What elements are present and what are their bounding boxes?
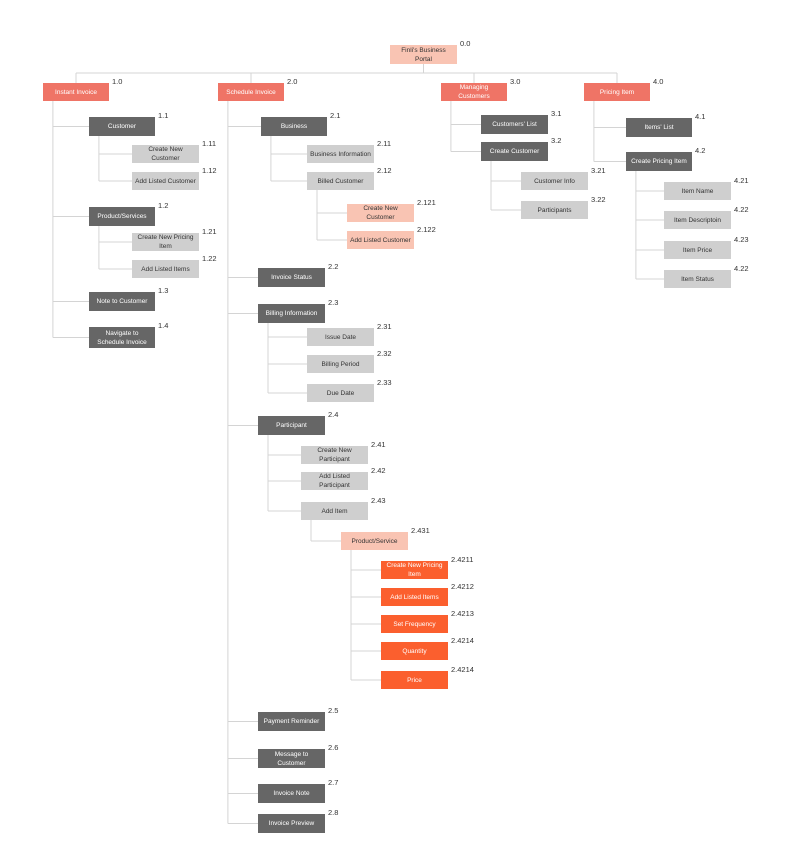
node-product-service[interactable]: Product/Service xyxy=(341,532,408,550)
node-number-root: 0.0 xyxy=(460,39,471,48)
node-item-create-new-pricing-item[interactable]: Create New Pricing Item xyxy=(381,561,448,579)
node-billed-customer[interactable]: Billed Customer xyxy=(307,172,374,190)
node-note-to-customer[interactable]: Note to Customer xyxy=(89,292,155,311)
node-business[interactable]: Business xyxy=(261,117,327,136)
node-number-item-price: 4.23 xyxy=(734,235,749,244)
node-number-item-add-listed-items: 2.4212 xyxy=(451,582,474,591)
node-message-to-customer[interactable]: Message to Customer xyxy=(258,749,325,768)
node-price[interactable]: Price xyxy=(381,671,448,689)
node-number-pricing-item: 4.0 xyxy=(653,77,664,86)
node-navigate-to-schedule-invoice[interactable]: Navigate to Schedule Invoice xyxy=(89,327,155,348)
node-number-set-frequency: 2.4213 xyxy=(451,609,474,618)
node-number-add-listed-participant: 2.42 xyxy=(371,466,386,475)
node-number-schedule-invoice: 2.0 xyxy=(287,77,298,86)
node-item-description[interactable]: Item Descriptoin xyxy=(664,211,731,229)
node-number-billed-customer: 2.12 xyxy=(377,166,392,175)
node-participant[interactable]: Participant xyxy=(258,416,325,435)
node-billing-period[interactable]: Billing Period xyxy=(307,355,374,373)
node-number-item-create-new-pricing-item: 2.4211 xyxy=(451,555,474,564)
node-number-billing-information: 2.3 xyxy=(328,298,339,307)
node-number-quantity: 2.4214 xyxy=(451,636,474,645)
node-number-participant: 2.4 xyxy=(328,410,339,419)
node-billed-add-listed-customer[interactable]: Add Listed Customer xyxy=(347,231,414,249)
node-schedule-invoice[interactable]: Schedule Invoice xyxy=(218,83,284,101)
node-number-customer-info: 3.21 xyxy=(591,166,606,175)
node-root-business-portal[interactable]: Finli's Business Portal xyxy=(390,45,457,64)
node-item-add-listed-items[interactable]: Add Listed Items xyxy=(381,588,448,606)
node-number-customers-list: 3.1 xyxy=(551,109,562,118)
node-number-invoice-status: 2.2 xyxy=(328,262,339,271)
node-add-listed-customer[interactable]: Add Listed Customer xyxy=(132,172,199,190)
node-number-customer: 1.1 xyxy=(158,111,169,120)
node-quantity[interactable]: Quantity xyxy=(381,642,448,660)
node-number-item-name: 4.21 xyxy=(734,176,749,185)
node-items-list[interactable]: Items' List xyxy=(626,118,692,137)
node-add-listed-participant[interactable]: Add Listed Participant xyxy=(301,472,368,490)
node-number-item-status: 4.22 xyxy=(734,264,749,273)
node-number-create-customer: 3.2 xyxy=(551,136,562,145)
node-create-pricing-item[interactable]: Create Pricing Item xyxy=(626,152,692,171)
node-create-new-pricing-item[interactable]: Create New Pricing Item xyxy=(132,233,199,251)
node-customer-info[interactable]: Customer Info xyxy=(521,172,588,190)
node-add-listed-items[interactable]: Add Listed Items xyxy=(132,260,199,278)
node-number-payment-reminder: 2.5 xyxy=(328,706,339,715)
node-add-item[interactable]: Add Item xyxy=(301,502,368,520)
node-number-create-new-pricing-item: 1.21 xyxy=(202,227,217,236)
node-number-invoice-note: 2.7 xyxy=(328,778,339,787)
node-number-item-description: 4.22 xyxy=(734,205,749,214)
node-number-issue-date: 2.31 xyxy=(377,322,392,331)
node-create-new-customer[interactable]: Create New Customer xyxy=(132,145,199,163)
node-number-create-new-participant: 2.41 xyxy=(371,440,386,449)
node-number-product-services: 1.2 xyxy=(158,201,169,210)
node-number-instant-invoice: 1.0 xyxy=(112,77,123,86)
node-number-create-new-customer: 1.11 xyxy=(202,139,217,148)
node-item-status[interactable]: Item Status xyxy=(664,270,731,288)
node-number-managing-customers: 3.0 xyxy=(510,77,521,86)
node-invoice-note[interactable]: Invoice Note xyxy=(258,784,325,803)
node-invoice-preview[interactable]: Invoice Preview xyxy=(258,814,325,833)
node-business-information[interactable]: Business Information xyxy=(307,145,374,163)
node-number-due-date: 2.33 xyxy=(377,378,392,387)
node-pricing-item[interactable]: Pricing Item xyxy=(584,83,650,101)
node-participants[interactable]: Participants xyxy=(521,201,588,219)
node-number-participants: 3.22 xyxy=(591,195,606,204)
node-number-invoice-preview: 2.8 xyxy=(328,808,339,817)
node-customer[interactable]: Customer xyxy=(89,117,155,136)
node-number-create-pricing-item: 4.2 xyxy=(695,146,706,155)
node-number-billed-create-new-customer: 2.121 xyxy=(417,198,436,207)
node-issue-date[interactable]: Issue Date xyxy=(307,328,374,346)
node-number-business-information: 2.11 xyxy=(377,139,392,148)
node-instant-invoice[interactable]: Instant Invoice xyxy=(43,83,109,101)
node-create-customer[interactable]: Create Customer xyxy=(481,142,548,161)
node-number-add-listed-items: 1.22 xyxy=(202,254,217,263)
node-number-product-service: 2.431 xyxy=(411,526,430,535)
node-customers-list[interactable]: Customers' List xyxy=(481,115,548,134)
node-billed-create-new-customer[interactable]: Create New Customer xyxy=(347,204,414,222)
node-number-billed-add-listed-customer: 2.122 xyxy=(417,225,436,234)
node-create-new-participant[interactable]: Create New Participant xyxy=(301,446,368,464)
node-product-services[interactable]: Product/Services xyxy=(89,207,155,226)
node-number-message-to-customer: 2.6 xyxy=(328,743,339,752)
node-number-items-list: 4.1 xyxy=(695,112,706,121)
node-number-add-listed-customer: 1.12 xyxy=(202,166,217,175)
node-number-note-to-customer: 1.3 xyxy=(158,286,169,295)
node-billing-information[interactable]: Billing Information xyxy=(258,304,325,323)
node-number-add-item: 2.43 xyxy=(371,496,386,505)
node-item-name[interactable]: Item Name xyxy=(664,182,731,200)
node-item-price[interactable]: Item Price xyxy=(664,241,731,259)
node-managing-customers[interactable]: Managing Customers xyxy=(441,83,507,101)
node-due-date[interactable]: Due Date xyxy=(307,384,374,402)
node-number-price: 2.4214 xyxy=(451,665,474,674)
node-number-billing-period: 2.32 xyxy=(377,349,392,358)
node-number-navigate-to-schedule-invoice: 1.4 xyxy=(158,321,169,330)
node-payment-reminder[interactable]: Payment Reminder xyxy=(258,712,325,731)
node-invoice-status[interactable]: Invoice Status xyxy=(258,268,325,287)
node-set-frequency[interactable]: Set Frequency xyxy=(381,615,448,633)
node-number-business: 2.1 xyxy=(330,111,341,120)
